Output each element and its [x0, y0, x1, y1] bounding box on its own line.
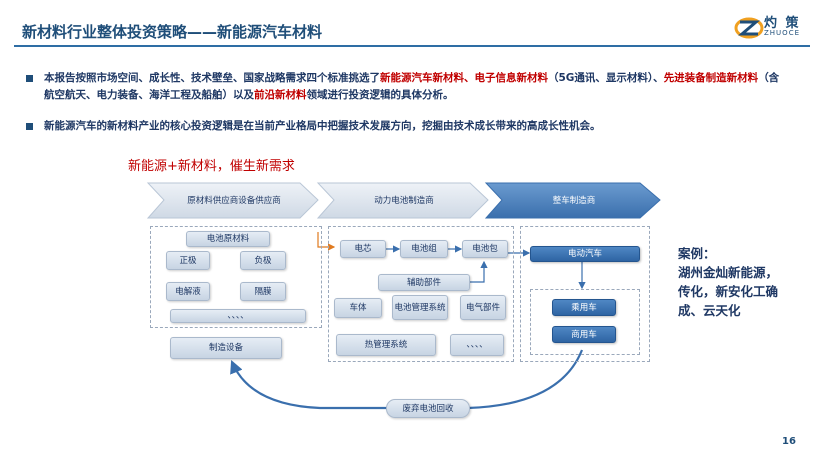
battery-raw-materials-box: 电池原材料: [186, 231, 270, 247]
stage-label-suppliers: 原材料供应商设备供应商: [187, 195, 281, 206]
passenger-car-box: 乘用车: [552, 299, 616, 316]
bullet-text: 新能源汽车的新材料产业的核心投资逻辑是在当前产业格局中把握技术发展方向，挖掘由技…: [44, 120, 601, 132]
case-label: 案例：: [678, 246, 716, 261]
logo-icon: [734, 17, 764, 39]
bullet-text: 本报告按照市场空间、成长性、技术壁垒、国家战略需求四个标准挑选了新能源汽车新材料…: [44, 72, 779, 101]
electrolyte-box: 电解液: [166, 282, 210, 301]
page-number: 16: [782, 436, 796, 447]
stage-chevron-1: [146, 182, 319, 219]
more-materials-box: 、、、、: [170, 309, 306, 323]
logo-english-text: ZHUOCE: [764, 29, 801, 37]
bullet-text-segment: （含航空航天、电力装备、海洋工程及船舶）以及: [44, 72, 780, 101]
highlighted-text: 先进装备制造新材料: [663, 72, 759, 84]
battery-group: [328, 226, 514, 362]
logo-chinese-text: 灼 策: [764, 16, 801, 31]
ev-box: 电动汽车: [530, 246, 640, 262]
arrow-aux-pack: [470, 260, 488, 283]
company-logo: 灼 策 ZHUOCE: [734, 12, 814, 42]
bullet-square-icon: [26, 75, 33, 82]
module-box: 电池组: [400, 240, 448, 258]
bms-box: 电池管理系统: [392, 295, 448, 320]
stage-chevron-3: [484, 182, 661, 219]
manufacturing-equipment-box: 制造设备: [170, 337, 282, 359]
materials-group: [150, 226, 322, 328]
thermal-management-box: 热管理系统: [336, 334, 436, 356]
bullet-text-segment: 新能源汽车的新材料产业的核心投资逻辑是在当前产业格局中把握技术发展方向，挖掘由技…: [44, 120, 601, 132]
case-companies: 湖州金灿新能源，传化，新安化工确成、云天化: [678, 265, 779, 318]
figure-title: 新能源+新材料，催生新需求: [128, 159, 295, 174]
cell-box: 电芯: [340, 240, 386, 258]
electrical-parts-box: 电气部件: [460, 295, 506, 320]
bullet-strategy: 本报告按照市场空间、成长性、技术壁垒、国家战略需求四个标准挑选了新能源汽车新材料…: [26, 70, 784, 104]
title-divider: [14, 45, 810, 47]
page-title: 新材料行业整体投资策略——新能源汽车材料: [22, 23, 323, 41]
bullet-text-segment: （5G通讯、显示材料）、: [548, 72, 664, 84]
bullet-text-segment: 领域进行投资逻辑的具体分析。: [306, 89, 454, 101]
stage-label-vehicle-maker: 整车制造商: [552, 195, 596, 206]
anode-box: 负极: [240, 251, 286, 270]
stage-chevron-2: [316, 182, 489, 219]
cathode-box: 正极: [166, 251, 210, 270]
vehicle-types-group: [530, 289, 640, 355]
pack-box: 电池包: [462, 240, 508, 258]
vehicle-group: [520, 226, 650, 362]
header: 新材料行业整体投资策略——新能源汽车材料 灼 策 ZHUOCE: [0, 0, 822, 52]
stage-label-battery-maker: 动力电池制造商: [374, 195, 434, 206]
battery-recycling-box: 废弃电池回收: [386, 399, 470, 418]
case-study: 案例： 湖州金灿新能源，传化，新安化工确成、云天化: [678, 244, 778, 320]
bullet-square-icon: [26, 123, 33, 130]
highlighted-text: 新能源汽车新材料、电子信息新材料: [380, 72, 548, 84]
bullet-logic: 新能源汽车的新材料产业的核心投资逻辑是在当前产业格局中把握技术发展方向，挖掘由技…: [26, 118, 784, 135]
separator-box: 隔膜: [240, 282, 286, 301]
bullet-text-segment: 本报告按照市场空间、成长性、技术壁垒、国家战略需求四个标准挑选了: [44, 72, 380, 84]
auxiliary-parts-box: 辅助部件: [378, 274, 470, 291]
body-box: 车体: [334, 298, 382, 318]
highlighted-text: 前沿新材料: [254, 89, 307, 101]
commercial-vehicle-box: 商用车: [552, 326, 616, 343]
more-battery-parts-box: 、、、、: [450, 334, 504, 356]
